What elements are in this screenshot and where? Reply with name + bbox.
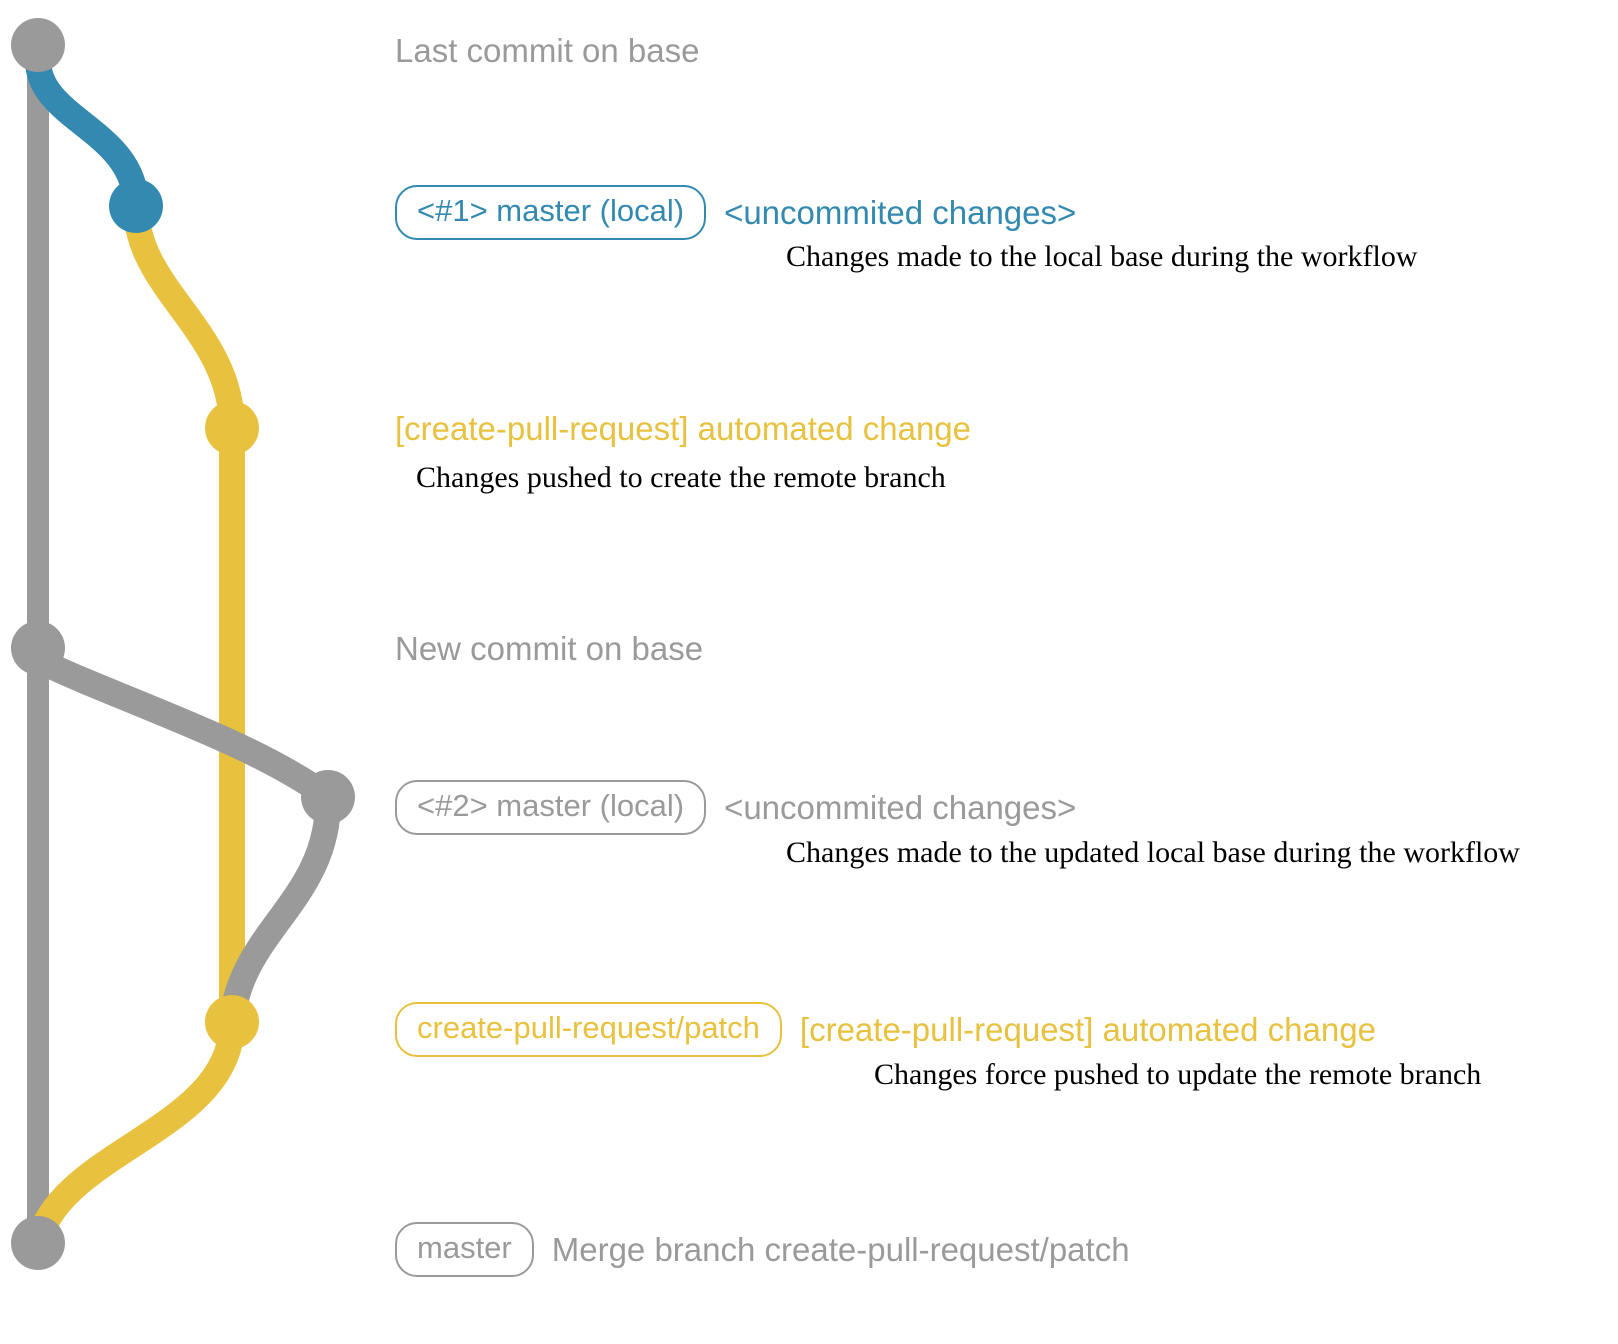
commit-subject-master-local-2: <uncommited changes>: [724, 788, 1077, 826]
commit-subject-last-commit: Last commit on base: [395, 32, 700, 69]
commit-note-master-local-2: Changes made to the updated local base d…: [786, 836, 1520, 869]
commit-node-base-1: [11, 18, 65, 72]
row-automated-change-1: [create-pull-request] automated change: [395, 410, 971, 448]
commit-node-patch-1: [205, 401, 259, 455]
row-last-commit: Last commit on base: [395, 32, 699, 70]
row-merge: master Merge branch create-pull-request/…: [395, 1222, 1130, 1277]
row-merge-headline: master Merge branch create-pull-request/…: [395, 1222, 1130, 1277]
row-master-local-1: <#1> master (local) <uncommited changes>: [395, 185, 1076, 240]
graph-edge-patch-2-to-merge: [25, 1009, 245, 1256]
commit-subject-master-local-1: <uncommited changes>: [724, 193, 1077, 231]
commit-node-base-2: [11, 621, 65, 675]
commit-note-master-local-1: Changes made to the local base during th…: [786, 240, 1418, 273]
branch-badge-master-local-2[interactable]: <#2> master (local): [395, 780, 707, 835]
branch-badge-create-pull-request-patch[interactable]: create-pull-request/patch: [395, 1002, 782, 1057]
row-master-local-1-headline: <#1> master (local) <uncommited changes>: [395, 185, 1076, 240]
branch-badge-master[interactable]: master: [395, 1222, 534, 1277]
commit-subject-merge: Merge branch create-pull-request/patch: [551, 1230, 1130, 1268]
commit-node-local-1: [109, 179, 163, 233]
commit-note-automated-change-2: Changes force pushed to update the remot…: [874, 1058, 1482, 1091]
row-last-commit-headline: Last commit on base: [395, 32, 699, 70]
row-automated-change-2: create-pull-request/patch [create-pull-r…: [395, 1002, 1376, 1057]
commit-node-patch-2: [205, 995, 259, 1049]
graph-edge-local-1-to-patch-1: [123, 193, 245, 441]
row-master-local-2: <#2> master (local) <uncommited changes>: [395, 780, 1076, 835]
row-new-commit: New commit on base: [395, 630, 703, 668]
graph-edge-base-to-local-2: [25, 647, 341, 810]
row-master-local-2-headline: <#2> master (local) <uncommited changes>: [395, 780, 1076, 835]
commit-subject-new-commit: New commit on base: [395, 630, 704, 667]
row-automated-change-1-headline: [create-pull-request] automated change: [395, 410, 971, 448]
row-new-commit-headline: New commit on base: [395, 630, 703, 668]
graph-edge-local-2-to-patch-2: [219, 784, 342, 1035]
commit-node-merge: [11, 1216, 65, 1270]
commit-node-local-2: [301, 770, 355, 824]
commit-note-automated-change-1: Changes pushed to create the remote bran…: [416, 461, 946, 494]
row-automated-change-2-headline: create-pull-request/patch [create-pull-r…: [395, 1002, 1376, 1057]
commit-subject-automated-change-1: [create-pull-request] automated change: [395, 410, 972, 447]
commit-subject-automated-change-2: [create-pull-request] automated change: [799, 1010, 1376, 1048]
branch-badge-master-local-1[interactable]: <#1> master (local): [395, 185, 707, 240]
